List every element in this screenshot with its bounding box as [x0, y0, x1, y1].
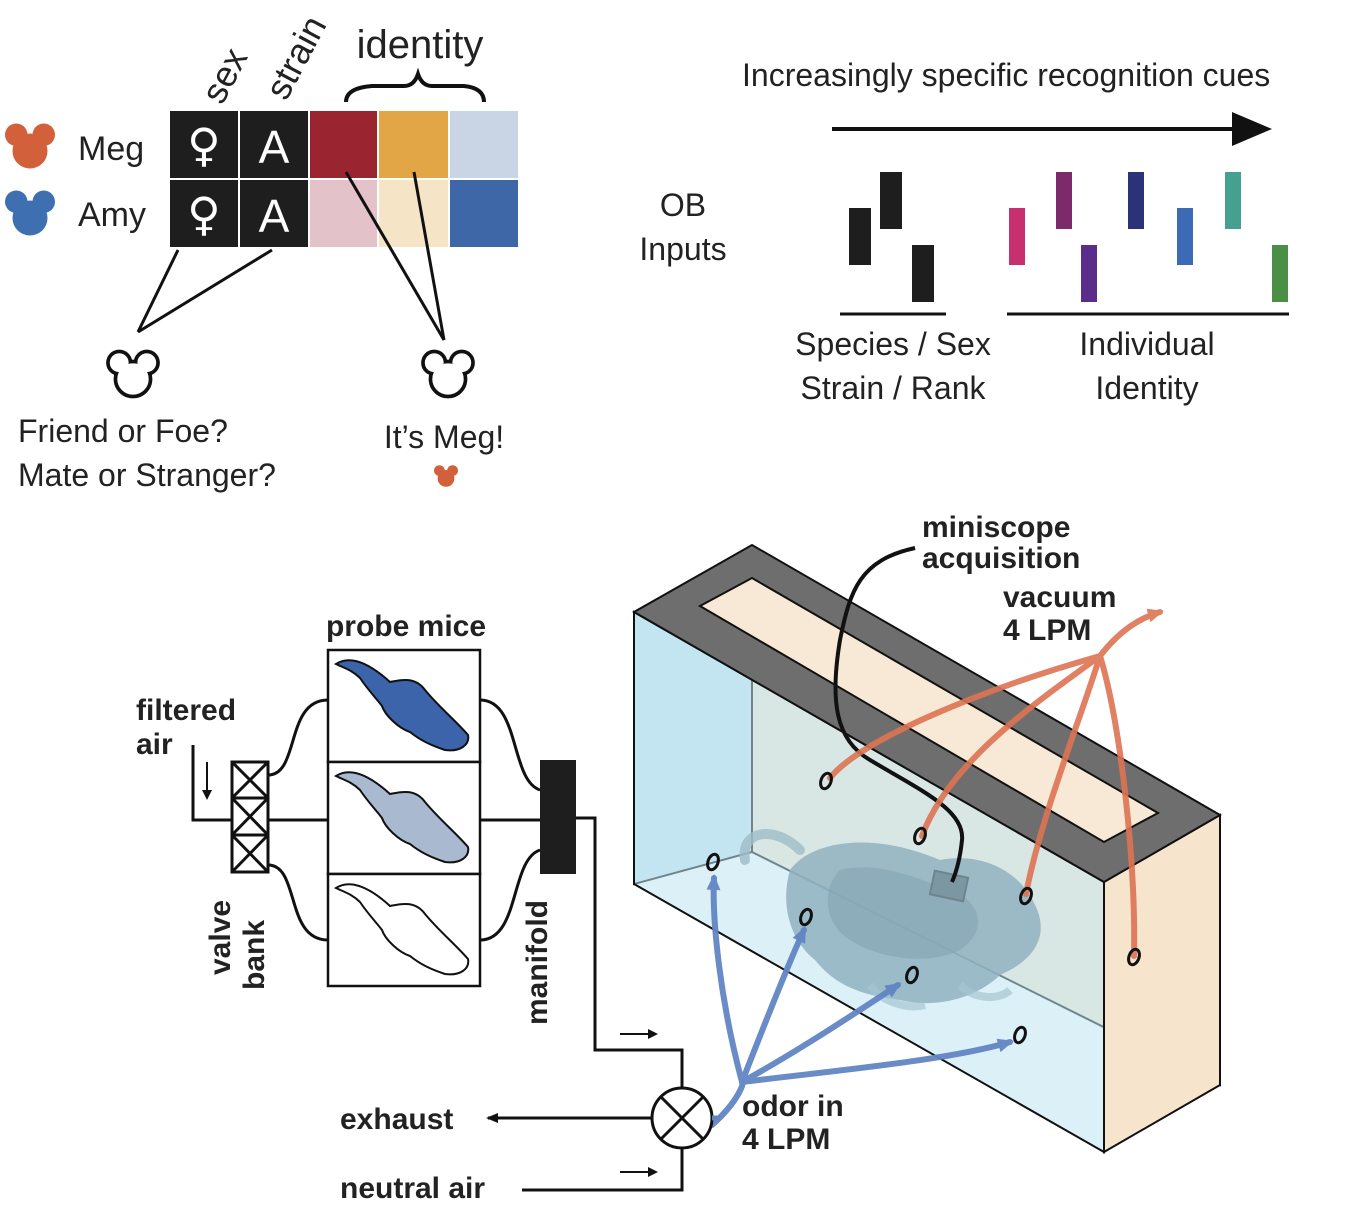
- tubing: [191, 698, 684, 1192]
- vacuum-port: [1019, 886, 1033, 906]
- vacuum-port: [1127, 947, 1141, 967]
- bank-label: bank: [238, 920, 271, 990]
- vacuum-label: vacuum: [1003, 581, 1116, 614]
- valve-bank: [230, 760, 270, 874]
- meg-identity-cell-2: [379, 111, 448, 178]
- meg-small-mouse-icon: [434, 465, 458, 487]
- recognized-mouse-icon: [421, 349, 475, 399]
- manifold: [540, 760, 576, 874]
- ob-identity-bar: [1272, 245, 1288, 302]
- ob-identity-bar: [1177, 208, 1193, 265]
- meg-identity-cell-1: [310, 111, 377, 178]
- odor-port: [905, 965, 919, 985]
- amy-identity-cell-3: [450, 180, 518, 247]
- meg-name: Meg: [78, 130, 144, 168]
- question-friend-foe: Friend or Foe?: [18, 413, 228, 449]
- ob-label: OB: [660, 187, 706, 223]
- amy-strain-cell: [240, 180, 308, 247]
- exhaust-label: exhaust: [340, 1103, 453, 1136]
- generic-mouse-icon: [106, 349, 160, 399]
- miniscope-label-2: acquisition: [922, 542, 1080, 575]
- switching-valve: [650, 1086, 714, 1150]
- identity-brace: [344, 67, 486, 103]
- inputs-label: Inputs: [639, 231, 726, 267]
- sex-header: sex: [193, 41, 256, 110]
- connector-line: [412, 171, 446, 341]
- connector-line: [137, 248, 273, 334]
- ob-inputs-panel: Increasingly specific recognition cues O…: [639, 57, 1289, 406]
- vacuum-rate: 4 LPM: [1003, 614, 1091, 647]
- odor-rate: 4 LPM: [742, 1123, 830, 1156]
- manifold-label: manifold: [521, 900, 554, 1025]
- meg-identity-cell-3: [450, 111, 518, 178]
- amy-sex-symbol: ♀: [187, 187, 221, 241]
- meg-mouse-icon: [5, 123, 55, 169]
- apparatus-panel: miniscope acquisition vacuum 4 LPM: [136, 511, 1223, 1205]
- neutral-air-label: neutral air: [340, 1172, 485, 1205]
- connector-line: [136, 249, 180, 333]
- cue-arrow-head: [1232, 112, 1272, 146]
- amy-name: Amy: [78, 196, 146, 234]
- amy-identity-cell-2: [379, 180, 448, 247]
- filtered-air-label-1: filtered: [136, 694, 236, 727]
- group2-line2: Identity: [1095, 370, 1198, 406]
- group1-line2: Strain / Rank: [801, 370, 987, 406]
- group2-line1: Individual: [1079, 326, 1214, 362]
- miniscope-label-1: miniscope: [922, 511, 1070, 544]
- vacuum-port: [913, 826, 927, 846]
- probe-mouse: [333, 659, 470, 976]
- odor-lines: [706, 874, 1014, 1128]
- valve-label: valve: [204, 900, 237, 975]
- odor-port: [799, 907, 813, 927]
- vacuum-lines: [827, 608, 1164, 959]
- meg-sex-cell: [170, 111, 238, 178]
- amy-sex-cell: [170, 180, 238, 247]
- ob-input-bar: [912, 245, 934, 302]
- ob-input-bar: [849, 208, 871, 265]
- question-mate-stranger: Mate or Stranger?: [18, 457, 276, 493]
- ob-identity-bar: [1009, 208, 1025, 265]
- ob-identity-bar: [1128, 172, 1144, 229]
- ob-identity-bar: [1225, 172, 1241, 229]
- group1-line1: Species / Sex: [795, 326, 991, 362]
- cue-arrow-label: Increasingly specific recognition cues: [742, 57, 1270, 93]
- ob-identity-bar: [1056, 172, 1072, 229]
- filtered-air-label-2: air: [136, 728, 173, 761]
- probe-mice-label: probe mice: [326, 610, 486, 643]
- answer-label: It’s Meg!: [384, 419, 504, 455]
- identity-header: identity: [357, 23, 484, 67]
- meg-strain-letter: A: [259, 121, 290, 173]
- odor-in-label: odor in: [742, 1090, 844, 1123]
- ob-identity-bar: [1081, 245, 1097, 302]
- port-rings: [706, 771, 1141, 1045]
- odor-port: [706, 852, 720, 872]
- recognition-panel: sex strain identity Meg Amy ♀ ♀ A A: [5, 9, 518, 493]
- meg-strain-cell: [240, 111, 308, 178]
- connector-line: [344, 171, 446, 341]
- vacuum-port: [819, 771, 833, 791]
- ob-input-bar: [880, 172, 902, 229]
- amy-identity-cell-1: [310, 180, 377, 247]
- meg-sex-symbol: ♀: [187, 118, 221, 172]
- odor-port: [1013, 1025, 1027, 1045]
- strain-header: strain: [257, 9, 335, 106]
- amy-mouse-icon: [5, 190, 55, 236]
- amy-strain-letter: A: [259, 190, 290, 242]
